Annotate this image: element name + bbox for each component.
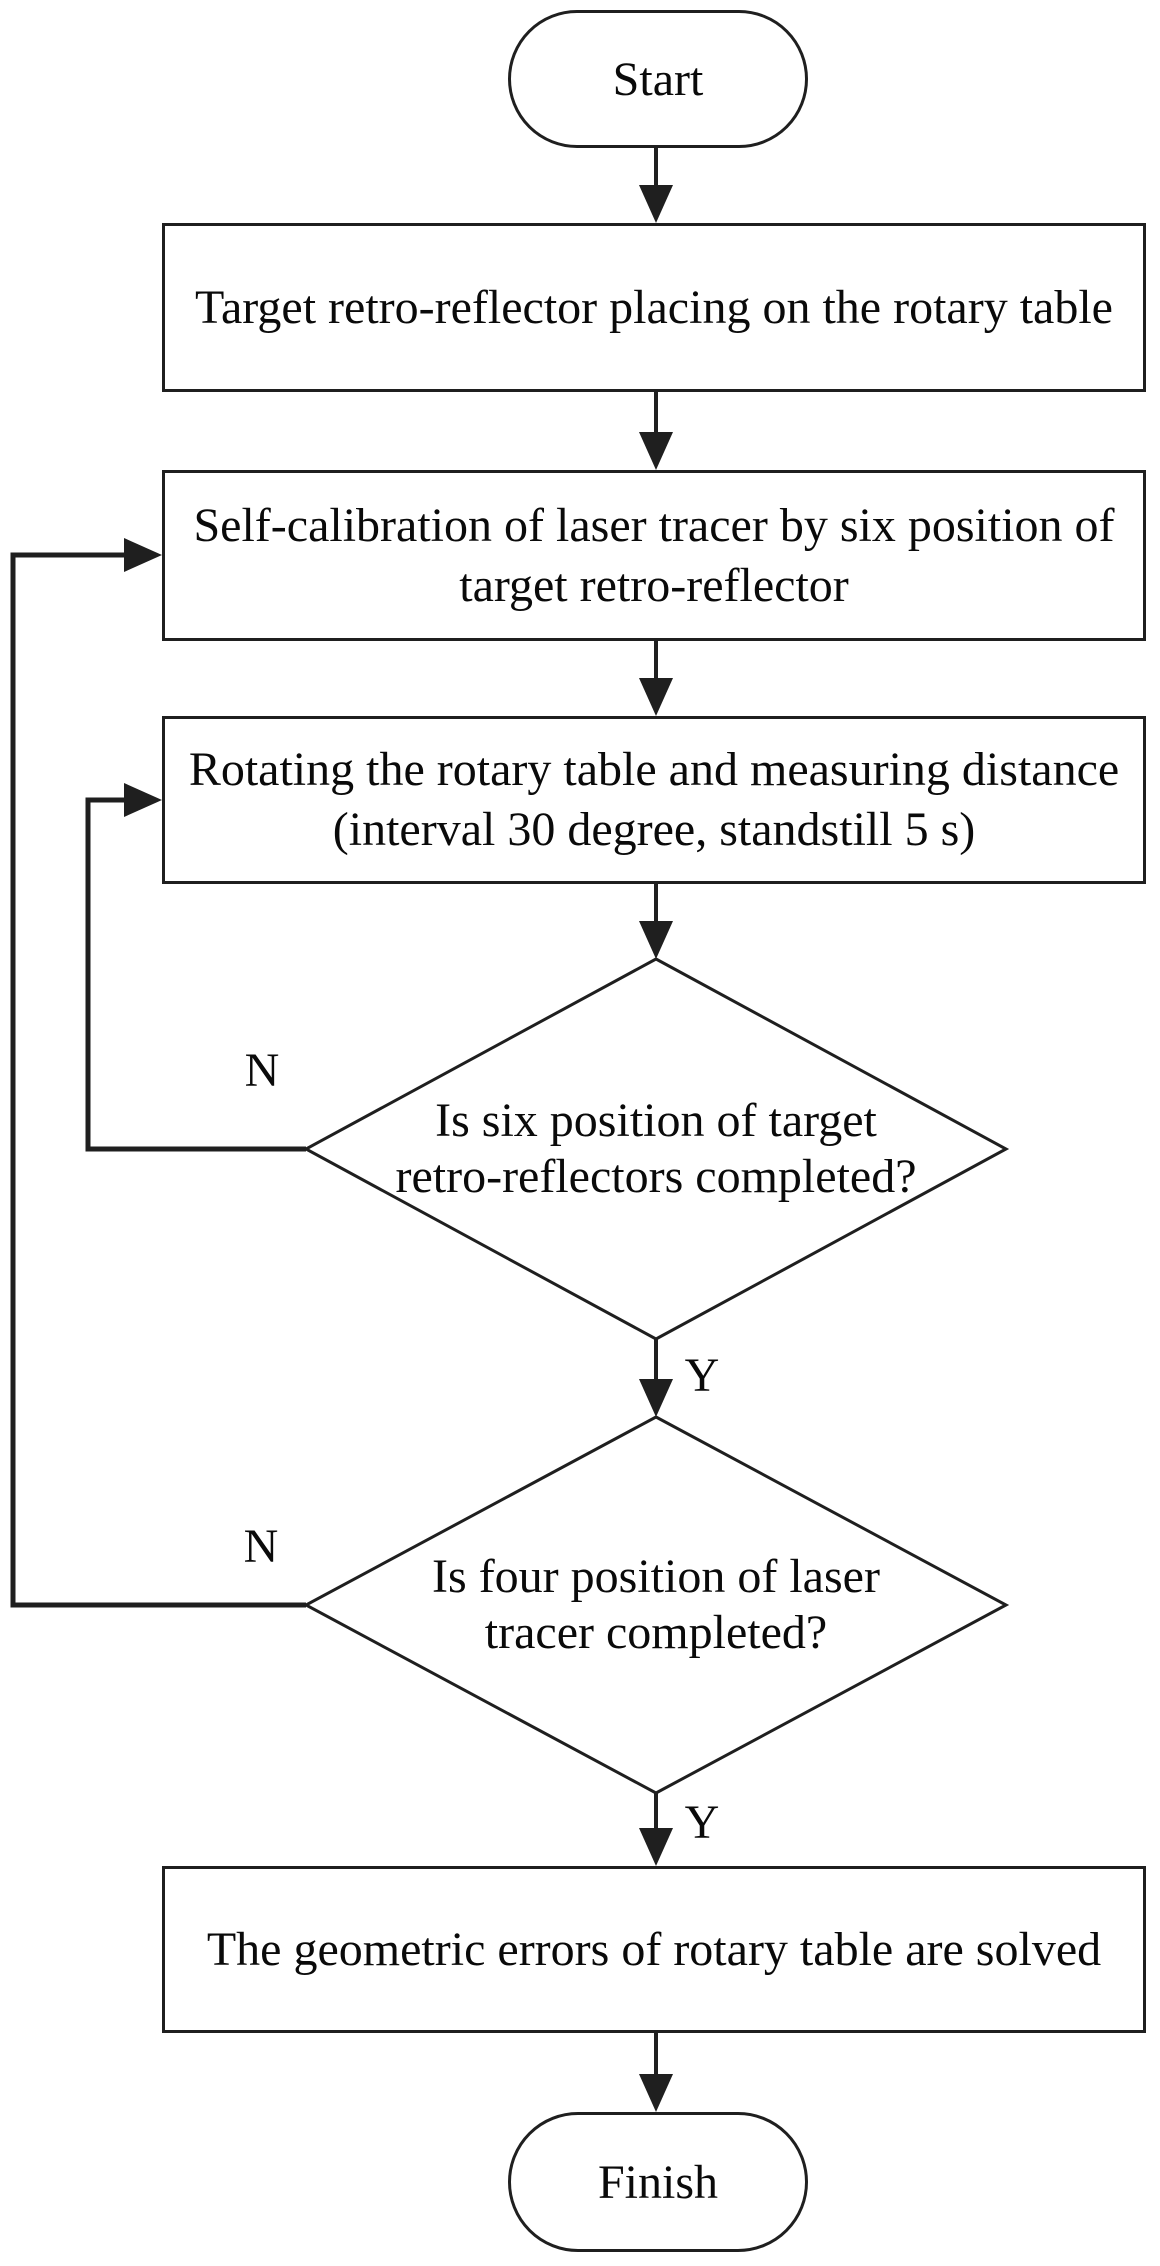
six-position-decision-shape [302, 957, 1010, 1341]
four-no-label: N [243, 1519, 279, 1573]
finish-terminator: Finish [508, 2112, 808, 2252]
four-position-decision-shape [302, 1415, 1010, 1795]
self-calibration-process: Self-calibration of laser tracer by six … [162, 470, 1146, 641]
node-text-line: target retro-reflector [459, 558, 849, 612]
node-text-line: Start [612, 52, 704, 106]
arrow-selfcal-to-rotate [639, 641, 673, 716]
six-position-decision-label: Is six position of target retro-reflecto… [306, 1064, 1006, 1234]
node-text-line: Is four position of laser [432, 1550, 880, 1603]
node-text-line: The geometric errors of rotary table are… [206, 1922, 1102, 1976]
arrow-sixcheck-to-fourcheck [639, 1339, 673, 1417]
node-text-line: tracer completed? [484, 1606, 828, 1659]
node-text-line: (interval 30 degree, standstill 5 s) [332, 803, 976, 856]
start-terminator: Start [508, 10, 808, 148]
node-text-line: Self-calibration of laser tracer by six … [193, 498, 1115, 552]
loop-four-no [10, 538, 306, 1608]
arrow-start-to-place [639, 148, 673, 223]
errors-solved-process: The geometric errors of rotary table are… [162, 1866, 1146, 2033]
arrow-fourcheck-to-solved [639, 1793, 673, 1866]
arrow-rotate-to-sixcheck [639, 884, 673, 959]
loop-six-no [85, 783, 306, 1152]
node-text-line: Target retro-reflector placing on the ro… [195, 280, 1113, 334]
node-text-line: Finish [597, 2155, 719, 2209]
node-text-line: Is six position of target [435, 1094, 877, 1147]
arrow-solved-to-finish [639, 2033, 673, 2112]
four-yes-label: Y [684, 1795, 720, 1849]
node-text-line: retro-reflectors completed? [395, 1150, 917, 1203]
six-no-label: N [244, 1043, 280, 1097]
rotate-measure-process: Rotating the rotary table and measuring … [162, 716, 1146, 884]
place-reflector-process: Target retro-reflector placing on the ro… [162, 223, 1146, 392]
four-position-decision-label: Is four position of laser tracer complet… [306, 1520, 1006, 1690]
six-yes-label: Y [684, 1348, 720, 1402]
node-text-line: Rotating the rotary table and measuring … [188, 743, 1120, 796]
arrow-place-to-selfcal [639, 392, 673, 470]
